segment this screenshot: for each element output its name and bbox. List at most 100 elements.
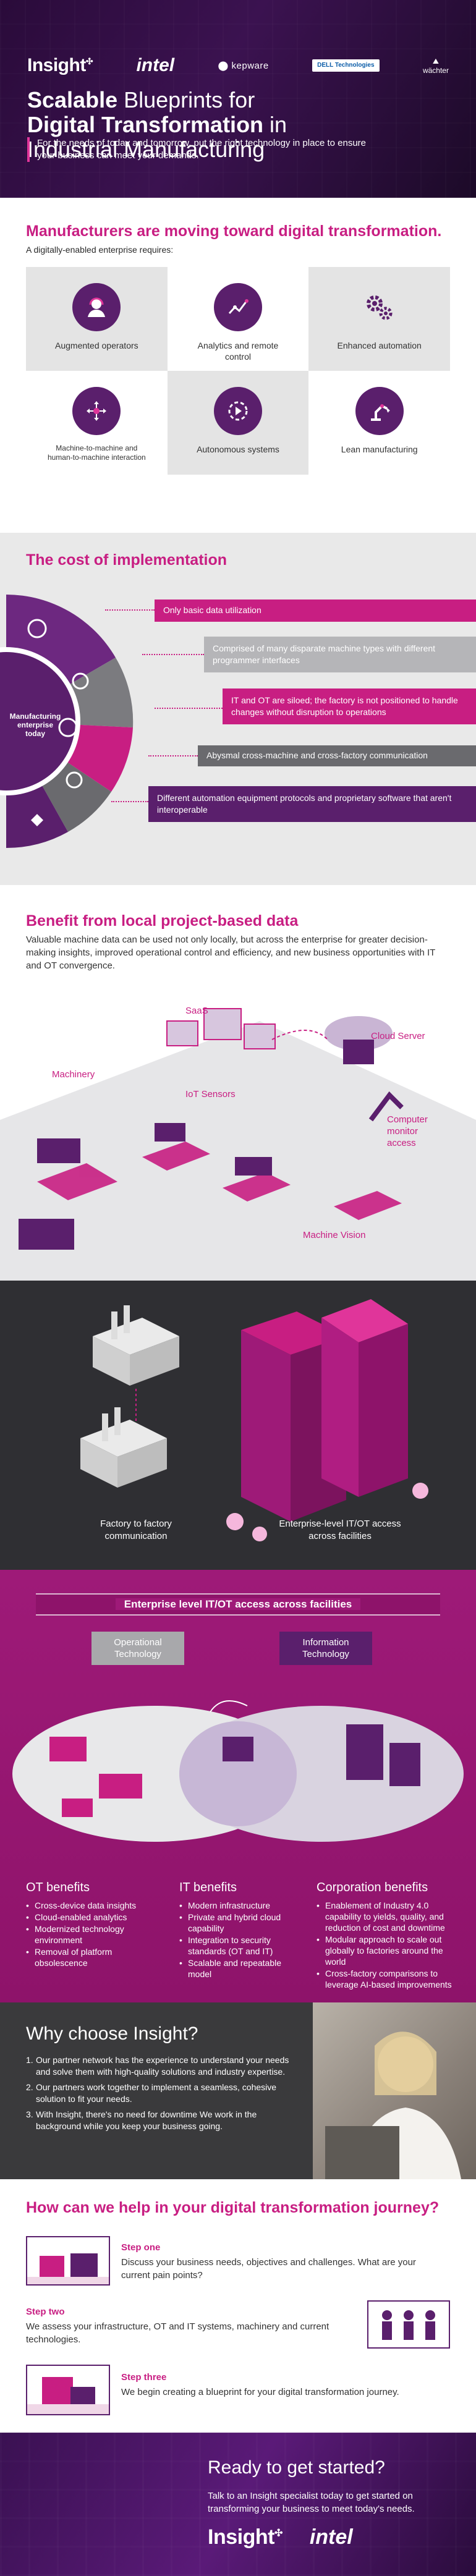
network-icon (72, 672, 89, 690)
tile-label: Analytics and remote control (197, 341, 279, 362)
section-body: Valuable machine data can be used not on… (26, 934, 436, 971)
step-two-illustration (367, 2300, 450, 2349)
list-item: Cross-device data insights (26, 1900, 162, 1911)
section-heading: Manufacturers are moving toward digital … (26, 222, 442, 240)
leader-line (148, 755, 198, 756)
ready-cta-section: Ready to get started? Talk to an Insight… (0, 2433, 476, 2576)
operational-technology-tag: Operational Technology (91, 1632, 184, 1665)
autonomous-play-icon (213, 387, 262, 435)
benefit-list: Modern infrastructure Private and hybrid… (179, 1900, 303, 1980)
column-heading: OT benefits (26, 1881, 90, 1894)
robot-arm-icon (355, 387, 404, 435)
insight-logo: Insight✣ (27, 55, 93, 75)
specialist-photo (313, 2002, 476, 2179)
cost-section: The cost of implementation Manufacturing… (0, 533, 476, 885)
page-title: Scalable Blueprints for Digital Transfor… (27, 87, 287, 162)
tile-lean-manufacturing: Lean manufacturing (308, 371, 450, 475)
tile-label: Autonomous systems (197, 444, 279, 454)
section-heading: Why choose Insight? (26, 2023, 198, 2044)
corporation-benefits-column: Corporation benefits Enablement of Indus… (317, 1881, 453, 1991)
kepware-logo: ⬤ kepware (218, 61, 269, 71)
machinery-label: Machinery (52, 1069, 95, 1080)
dell-technologies-logo: DELL Technologies (312, 59, 380, 72)
hero-banner: Insight✣ intel ⬤ kepware DELL Technologi… (0, 0, 476, 198)
saas-label: SaaS (185, 1006, 208, 1016)
wheel-center-label: Manufacturing enterprise today (9, 712, 61, 738)
enterprise-title: Enterprise level IT/OT access across fac… (36, 1593, 440, 1616)
list-item: Modern infrastructure (179, 1900, 303, 1911)
list-item: Modernized technology environment (26, 1923, 162, 1946)
cta-body: Talk to an Insight specialist today to g… (208, 2491, 415, 2514)
step-three-title: Step three (121, 2372, 167, 2383)
touch-interaction-icon (72, 387, 121, 435)
tile-label: Machine-to-machine and human-to-machine … (47, 444, 146, 462)
requirements-grid: Augmented operators Analytics and remote… (26, 267, 450, 475)
step-three-text: We begin creating a blueprint for your d… (121, 2387, 399, 2397)
insight-logo: Insight✣ (208, 2525, 283, 2549)
enterprise-section: Enterprise level IT/OT access across fac… (0, 1570, 476, 2002)
footer-logos: Insight✣ intel (208, 2525, 353, 2549)
why-insight-section: Why choose Insight? 1.Our partner networ… (0, 2002, 476, 2179)
section-heading: How can we help in your digital transfor… (26, 2199, 440, 2216)
how-we-help-section: How can we help in your digital transfor… (0, 2179, 476, 2433)
cost-item-3: IT and OT are siloed; the factory is not… (223, 688, 476, 724)
tile-machine-interaction: Machine-to-machine and human-to-machine … (26, 371, 168, 475)
tile-label: Augmented operators (55, 341, 138, 350)
partner-logos: Insight✣ intel ⬤ kepware DELL Technologi… (27, 53, 449, 78)
arrows-icon (31, 814, 43, 826)
leader-line (111, 801, 148, 802)
clock-icon (58, 718, 78, 737)
tile-label: Enhanced automation (337, 341, 422, 350)
list-item: Enablement of Industry 4.0 capability to… (317, 1900, 453, 1933)
information-technology-tag: Information Technology (279, 1632, 372, 1665)
iot-sensors-label: IoT Sensors (185, 1089, 236, 1099)
machine-vision-label: Machine Vision (303, 1230, 366, 1240)
gear-icon (27, 619, 47, 638)
factory-communication-section: Factory to factory communication Enterpr… (0, 1281, 476, 1570)
ot-benefits-column: OT benefits Cross-device data insights C… (26, 1881, 162, 1969)
hero-background (0, 0, 476, 198)
step-two-text: We assess your infrastructure, OT and IT… (26, 2321, 329, 2345)
enterprise-access-label: Enterprise-level IT/OT access across fac… (279, 1519, 401, 1541)
cost-item-4: Abysmal cross-machine and cross-factory … (198, 745, 476, 766)
section-heading: Benefit from local project-based data (26, 912, 299, 930)
benefit-list: Enablement of Industry 4.0 capability to… (317, 1900, 453, 1990)
waechter-logo: ⛰wächter (422, 56, 449, 75)
list-item: Cloud-enabled analytics (26, 1912, 162, 1923)
tile-autonomous-systems: Autonomous systems (167, 371, 309, 475)
list-item: 2.Our partners work together to implemen… (26, 2082, 277, 2104)
list-item: Cross-factory comparisons to leverage AI… (317, 1968, 453, 1990)
step-three-illustration (26, 2365, 110, 2415)
intel-logo: intel (136, 55, 175, 75)
list-item: Private and hybrid cloud capability (179, 1912, 303, 1934)
leader-line (142, 654, 204, 655)
person-headset-icon (72, 283, 121, 331)
list-item: 3.With Insight, there's no need for down… (26, 2109, 257, 2131)
ot-it-convergence-illustration (12, 1700, 464, 1842)
step-one-text: Discuss your business needs, objectives … (121, 2257, 416, 2281)
tile-augmented-operators: Augmented operators (26, 267, 168, 371)
tile-enhanced-automation: Enhanced automation (308, 267, 450, 371)
intel-logo: intel (309, 2525, 353, 2549)
section-heading: The cost of implementation (26, 551, 227, 569)
globe-icon (66, 771, 83, 789)
leader-line (155, 708, 223, 709)
column-heading: Corporation benefits (317, 1881, 428, 1894)
cta-heading: Ready to get started? (208, 2457, 385, 2478)
cost-item-2: Comprised of many disparate machine type… (204, 637, 476, 672)
hero-subtitle: For the needs of today and tomorrow, put… (27, 137, 373, 162)
gears-icon (355, 283, 404, 331)
cost-item-1: Only basic data utilization (155, 600, 476, 622)
tile-label: Lean manufacturing (341, 444, 418, 454)
cloud-server-label: Cloud Server (371, 1031, 425, 1041)
benefit-section: Benefit from local project-based data Va… (0, 885, 476, 1281)
list-item: Integration to security standards (OT an… (179, 1934, 303, 1957)
step-one-illustration (26, 2236, 110, 2286)
computer-monitor-label: Computer monitor access (387, 1114, 428, 1148)
list-item: Removal of platform obsolescence (26, 1946, 162, 1968)
step-one-title: Step one (121, 2242, 161, 2253)
cost-item-5: Different automation equipment protocols… (148, 786, 476, 822)
tile-analytics: Analytics and remote control (168, 267, 309, 371)
column-heading: IT benefits (179, 1881, 237, 1894)
analytics-chart-icon (213, 283, 262, 331)
